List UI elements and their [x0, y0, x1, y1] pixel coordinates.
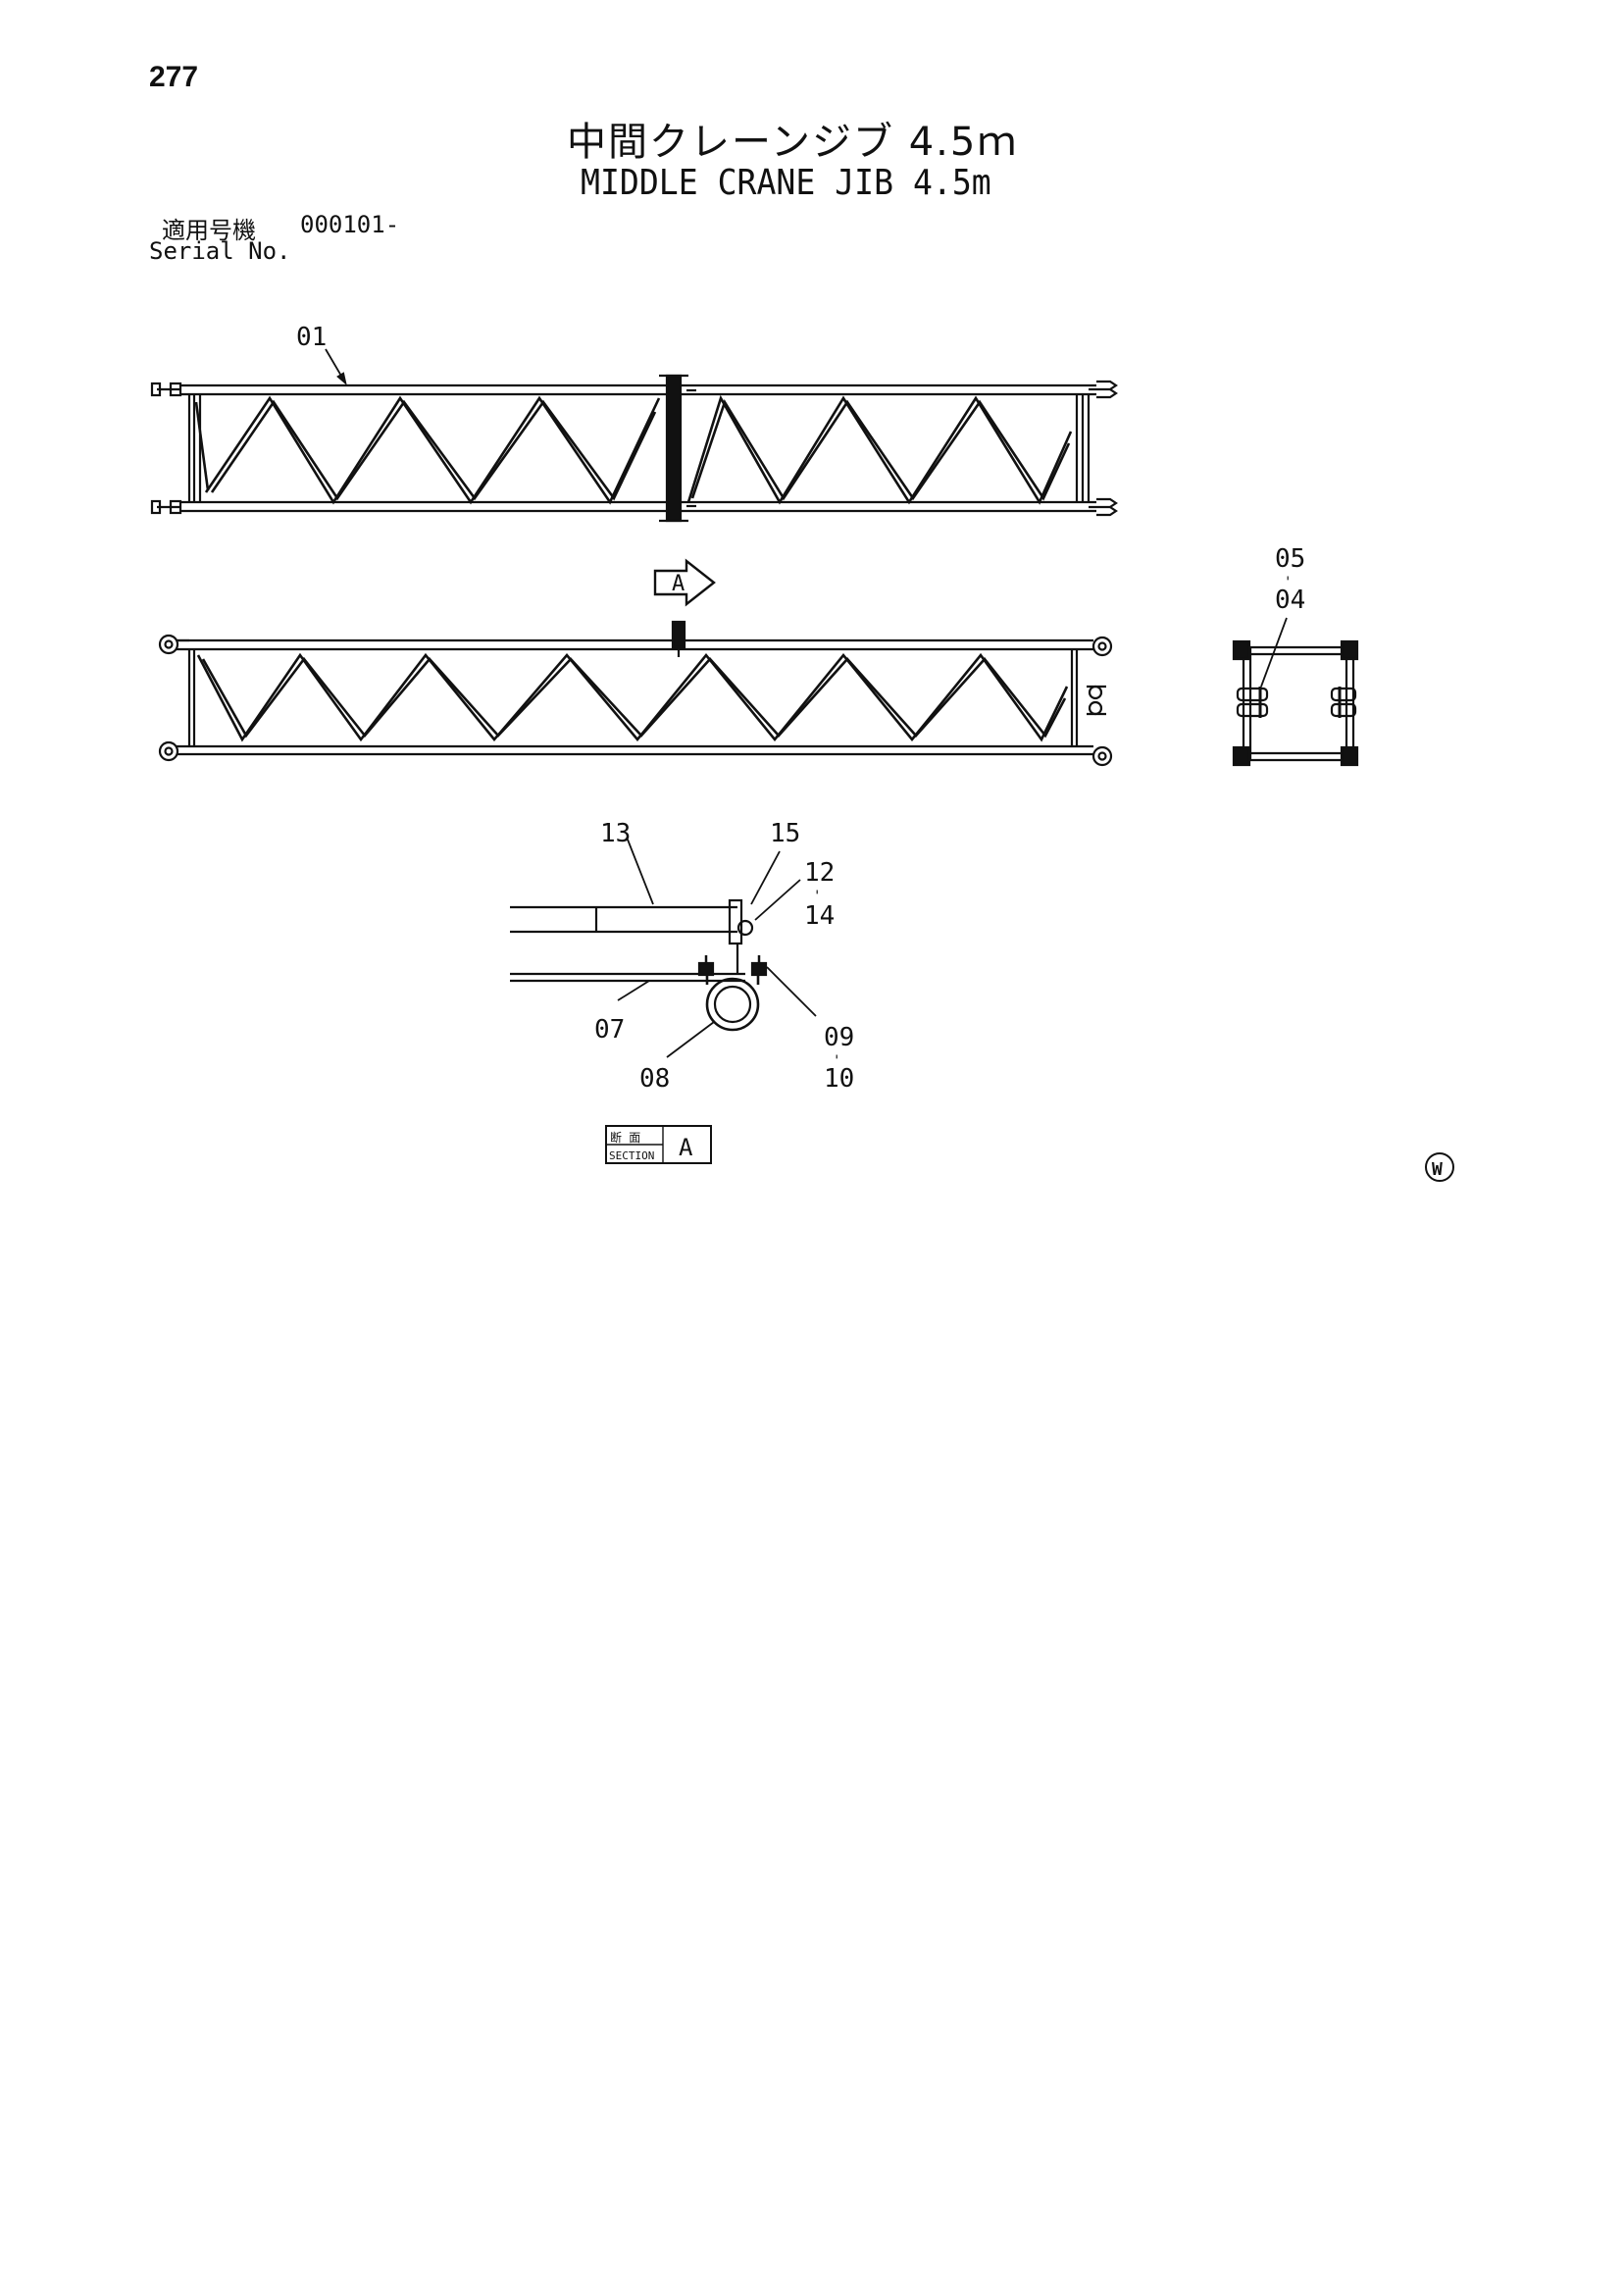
view-arrow-label: A [672, 572, 685, 596]
callout-13: 13 [600, 819, 631, 848]
callout-14: 14 [804, 901, 835, 931]
page-number: 277 [149, 61, 199, 93]
callout-04: 04 [1275, 586, 1305, 615]
section-box-japanese: 断 面 [610, 1130, 640, 1145]
callout-12: 12 [804, 858, 835, 888]
serial-label-japanese: 適用号機 [162, 217, 256, 244]
callout-10: 10 [824, 1064, 854, 1094]
jib-side-view [158, 620, 1113, 767]
serial-code: 000101- [300, 211, 400, 238]
callout-09: 09 [824, 1023, 854, 1052]
jib-top-view [150, 348, 1118, 523]
serial-label-english: Serial No. [149, 237, 291, 265]
section-box-letter: A [679, 1134, 693, 1161]
callout-07: 07 [594, 1015, 625, 1045]
callout-12-14-tick: ' [813, 889, 821, 904]
callout-05: 05 [1275, 544, 1305, 574]
section-label-box [605, 1125, 712, 1164]
w-mark-letter: W [1432, 1159, 1443, 1180]
callout-05-04-tick: ' [1284, 575, 1292, 590]
callout-08: 08 [639, 1064, 670, 1094]
callout-15: 15 [770, 819, 800, 848]
section-box-english: SECTION [609, 1149, 654, 1162]
callout-09-10-tick: ' [833, 1053, 840, 1069]
w-mark-circle [1425, 1152, 1454, 1182]
view-arrow-a [653, 558, 716, 607]
section-a-detail [510, 839, 817, 1058]
title-japanese: 中間クレーンジブ 4.5ｍ [567, 120, 1019, 165]
jib-end-view [1232, 617, 1359, 767]
callout-01: 01 [296, 323, 327, 352]
title-english: MIDDLE CRANE JIB 4.5m [581, 163, 991, 203]
